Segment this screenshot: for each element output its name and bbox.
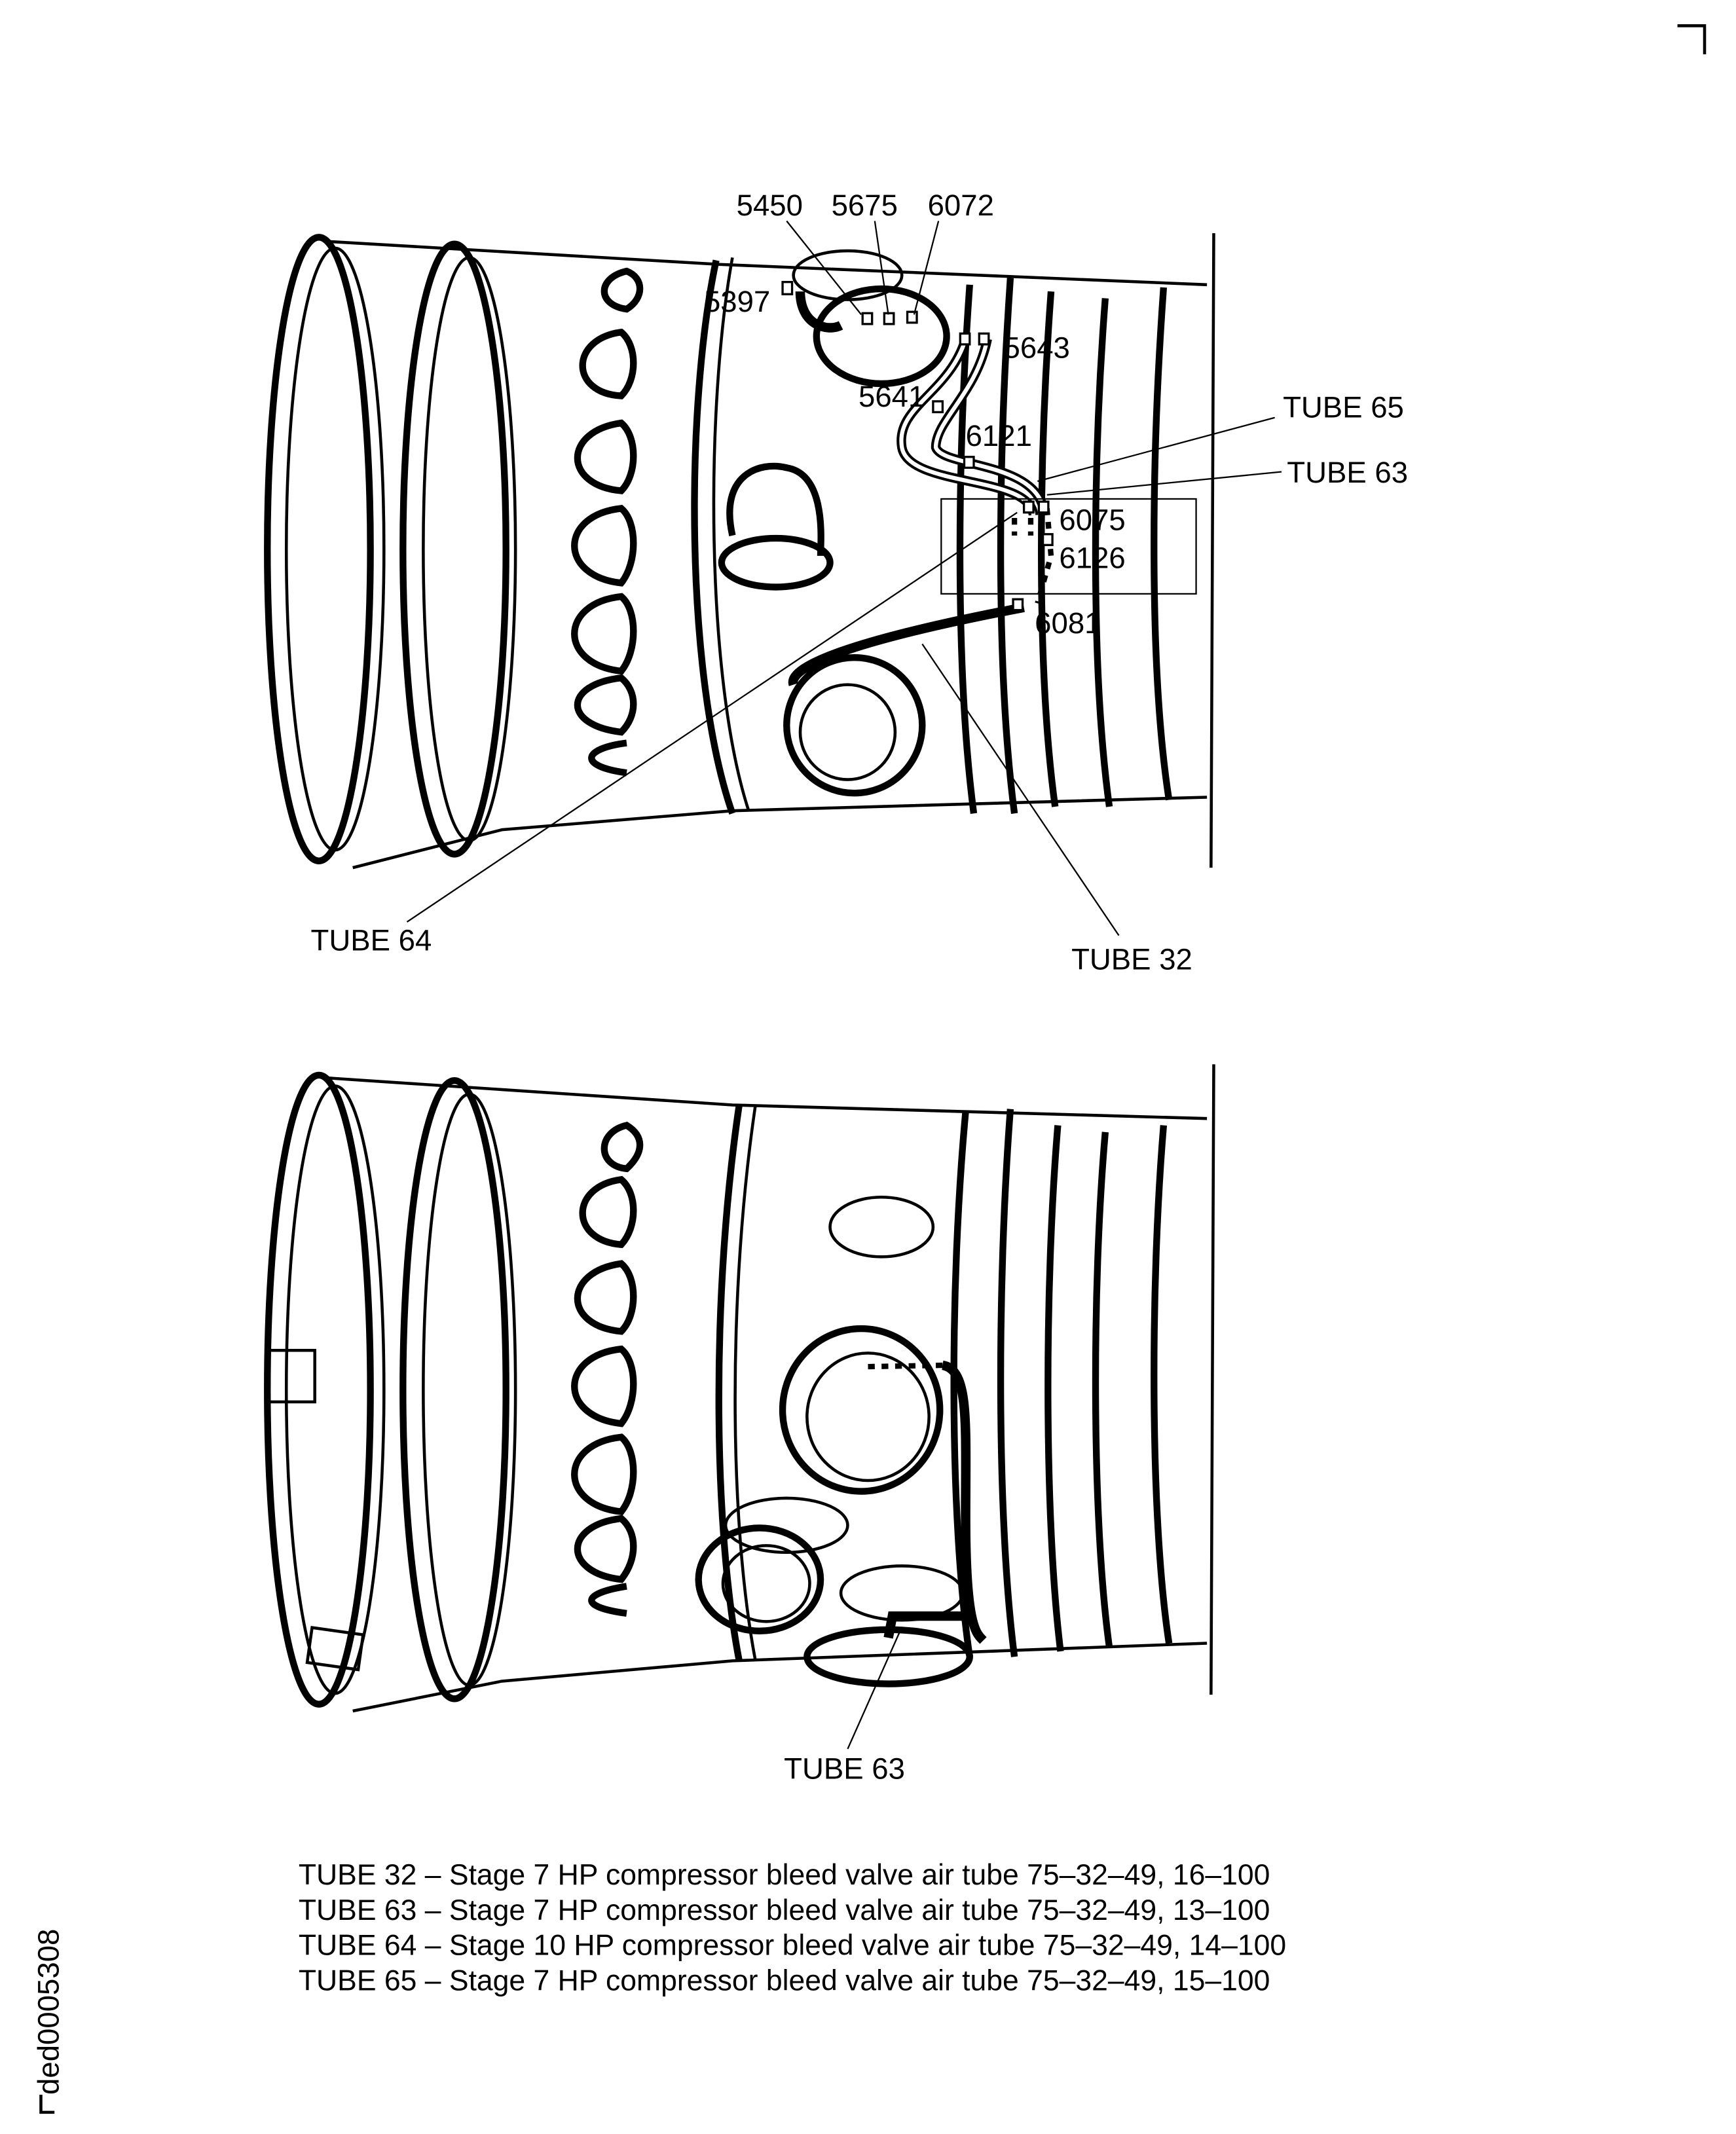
legend-item: TUBE 65 – Stage 7 HP compressor bleed va… (299, 1965, 1270, 1997)
figure-id-mark (39, 2094, 55, 2114)
tube-32-label: TUBE 32 (1071, 942, 1192, 976)
legend-item: TUBE 64 – Stage 10 HP compressor bleed v… (299, 1930, 1286, 1962)
tube-63-label: TUBE 63 (1287, 456, 1408, 489)
callout-6126: 6126 (1059, 542, 1125, 575)
figure-id: ded0005308 (31, 1929, 65, 2095)
bottom-tube-63-label: TUBE 63 (784, 1752, 905, 1786)
callout-6121: 6121 (966, 419, 1032, 452)
callout-5641: 5641 (859, 380, 925, 413)
corner-mark (1677, 24, 1707, 54)
bottom-engine-illustration (264, 1064, 1215, 1750)
legend-item: TUBE 63 – Stage 7 HP compressor bleed va… (299, 1894, 1270, 1926)
tube-legend: TUBE 32 – Stage 7 HP compressor bleed va… (299, 1859, 1286, 1997)
callout-5397: 5397 (704, 285, 770, 318)
callout-5643: 5643 (1004, 331, 1070, 365)
callout-5675: 5675 (832, 189, 898, 222)
callout-6072: 6072 (928, 189, 994, 222)
callout-6075: 6075 (1059, 504, 1125, 537)
tube-65-label: TUBE 65 (1283, 391, 1404, 424)
legend-item: TUBE 32 – Stage 7 HP compressor bleed va… (299, 1859, 1270, 1891)
callout-6081: 6081 (1035, 606, 1101, 640)
top-engine-illustration (264, 220, 1282, 936)
callout-5450: 5450 (737, 189, 803, 222)
tube-64-label: TUBE 64 (311, 923, 432, 957)
